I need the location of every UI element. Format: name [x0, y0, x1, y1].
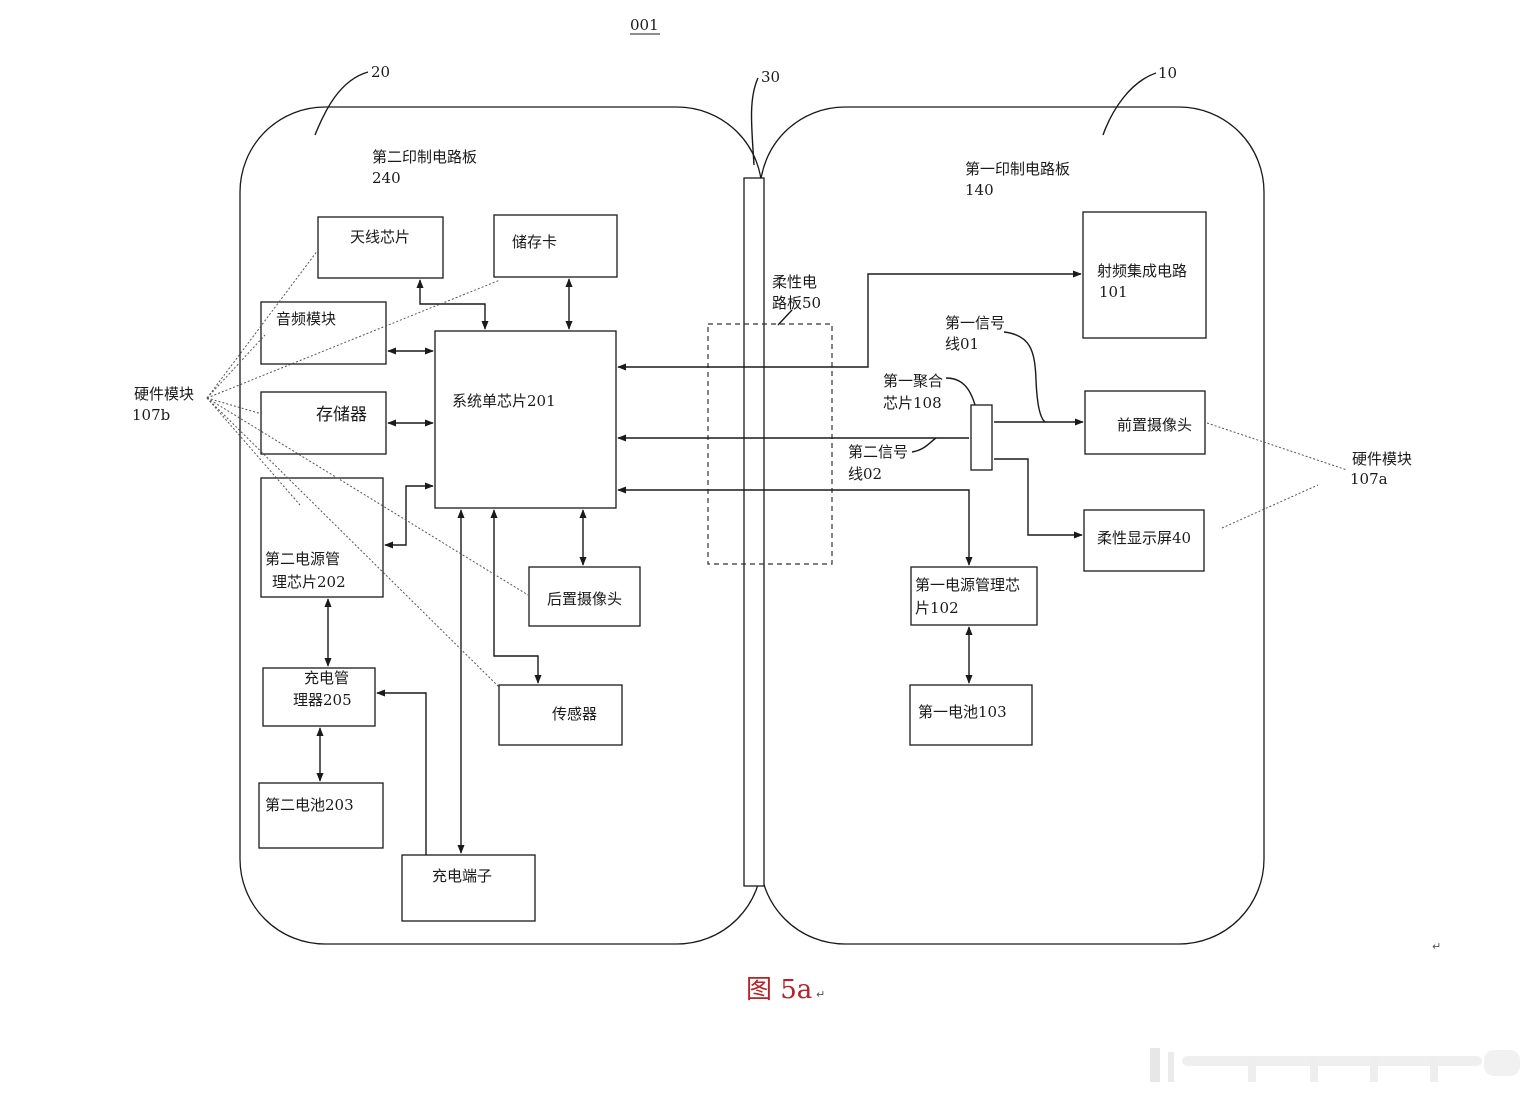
hw-b-label-2: 107b — [132, 406, 170, 424]
leader-10 — [1102, 72, 1157, 136]
return-mark-caption: ↵ — [816, 988, 825, 1001]
memory-label: 存储器 — [316, 405, 367, 425]
rf-101-label-2: 101 — [1099, 283, 1128, 301]
rf-101-label-1: 射频集成电路 — [1097, 262, 1187, 280]
hw-a-label-2: 107a — [1350, 470, 1388, 488]
hw-b-label-1: 硬件模块 — [134, 385, 194, 403]
battery-203-box — [258, 782, 384, 849]
storage-card-box — [493, 214, 618, 278]
leader-20 — [314, 71, 369, 136]
soc-201-box — [434, 330, 617, 509]
soc-201-label: 系统单芯片201 — [452, 392, 556, 410]
signal2-label-1: 第二信号 — [848, 443, 908, 461]
link-pmic2-soc — [384, 482, 434, 549]
audio-module-label: 音频模块 — [276, 310, 336, 328]
battery-103-box — [909, 684, 1033, 746]
agg-chip-label-1: 第一聚合 — [883, 372, 943, 390]
pmic-202-label-2: 理芯片202 — [272, 573, 346, 591]
agg-chip-108-box — [970, 404, 993, 471]
board2-num: 240 — [372, 169, 401, 187]
rear-camera-box — [528, 566, 641, 627]
flex-board-label-1: 柔性电 — [772, 273, 817, 291]
flex-board-label-2: 路板50 — [772, 294, 821, 312]
pmic-102-label-1: 第一电源管理芯 — [915, 576, 1020, 594]
link-rf-soc — [617, 270, 1082, 371]
charger-205-box — [262, 667, 376, 727]
link-port-charger — [376, 689, 427, 855]
hinge-30 — [743, 177, 765, 887]
pmic-202-label-1: 第二电源管 — [265, 550, 340, 568]
sensor-box — [498, 684, 623, 746]
link-soc-sensor — [490, 509, 542, 684]
battery-103-label: 第一电池103 — [918, 703, 1007, 721]
pmic-102-label-2: 片102 — [915, 599, 959, 617]
link-antenna-soc — [416, 279, 489, 330]
leader-30 — [750, 77, 759, 166]
agg-chip-label-2: 芯片108 — [883, 394, 942, 412]
antenna-chip-box — [317, 216, 444, 279]
agg-chip-leader — [945, 377, 976, 406]
figure-id: 001 — [630, 16, 659, 34]
watermark-strip — [1150, 1048, 1520, 1082]
signal1-label-2: 线01 — [945, 335, 979, 353]
signal2-leader — [911, 437, 937, 453]
storage-card-label: 储存卡 — [512, 233, 557, 251]
hw-a-leaders — [1206, 422, 1348, 529]
board1-title: 第一印制电路板 — [965, 160, 1070, 178]
board1-num: 140 — [965, 181, 994, 199]
signal2-label-2: 线02 — [848, 465, 882, 483]
charger-205-label-2: 理器205 — [293, 691, 352, 709]
ref-20: 20 — [371, 63, 390, 81]
pmic-202-box — [260, 477, 384, 598]
flex-display-40-box — [1083, 509, 1205, 572]
audio-module-box — [260, 301, 387, 365]
rear-camera-label: 后置摄像头 — [547, 590, 622, 608]
battery-203-label: 第二电池203 — [265, 796, 354, 814]
figure-caption: 图 5a — [746, 975, 812, 1005]
charger-205-label-1: 充电管 — [304, 669, 349, 687]
ref-10: 10 — [1158, 64, 1177, 82]
ref-30: 30 — [761, 68, 780, 86]
flex-display-40-label: 柔性显示屏40 — [1097, 529, 1191, 547]
board2-title: 第二印制电路板 — [372, 148, 477, 166]
hw-b-leaders — [206, 249, 529, 688]
memory-box — [260, 391, 387, 455]
front-camera-box — [1084, 390, 1206, 455]
front-camera-label: 前置摄像头 — [1117, 416, 1192, 434]
return-mark-right: ↵ — [1432, 940, 1441, 953]
rf-101-box — [1082, 211, 1207, 339]
sensor-label: 传感器 — [552, 705, 597, 723]
link-agg-flex-display — [994, 458, 1083, 539]
signal1-leader — [1003, 331, 1046, 423]
link-soc-pmic1 — [617, 486, 973, 566]
antenna-chip-label: 天线芯片 — [350, 228, 410, 246]
charge-port-label: 充电端子 — [432, 867, 492, 885]
hw-a-label-1: 硬件模块 — [1352, 450, 1412, 468]
signal1-label-1: 第一信号 — [945, 314, 1005, 332]
charge-port-box — [401, 854, 536, 922]
pmic-102-box — [910, 566, 1038, 626]
